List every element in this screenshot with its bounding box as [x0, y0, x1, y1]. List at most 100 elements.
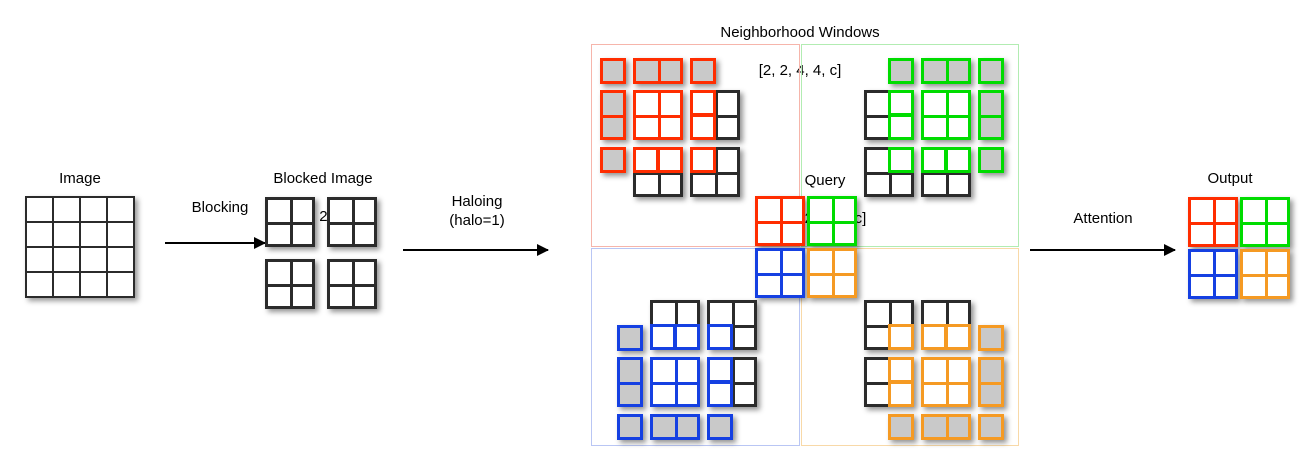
window-quarter-blue	[707, 357, 733, 383]
block-divider	[1243, 273, 1287, 277]
image-label-name: Image	[59, 170, 101, 187]
halo-cell-green	[888, 58, 914, 84]
block-divider	[945, 61, 949, 81]
output-block-green	[1240, 197, 1290, 247]
output-label-name: Output	[1207, 170, 1253, 187]
blocked-image-block	[265, 259, 315, 309]
halo-cell-blue	[617, 357, 643, 407]
halo-cell-red	[690, 58, 716, 84]
window-quarter-blue	[707, 324, 733, 350]
window-quarter-red	[633, 147, 659, 173]
neighbor-block-blue	[707, 300, 757, 350]
block-divider	[653, 381, 697, 385]
halo-cell-blue	[617, 414, 643, 440]
neighbor-block-green	[864, 90, 914, 140]
halo-cell-orange	[921, 414, 971, 440]
window-quarter-blue	[650, 324, 676, 350]
window-quarter-orange	[888, 324, 914, 350]
window-quarter-red	[690, 147, 716, 173]
halo-cell-red	[600, 90, 626, 140]
quadrant-frame-bottom-left	[591, 248, 800, 446]
output-block-blue	[1188, 249, 1238, 299]
halo-cell-red	[633, 58, 683, 84]
neighbor-block-red	[690, 147, 740, 197]
blocking-arrow	[165, 237, 266, 249]
window-quarter-orange	[888, 357, 914, 383]
blocked-image-label-name: Blocked Image	[273, 170, 373, 187]
window-quarter-orange	[921, 324, 947, 350]
block-divider	[268, 283, 312, 287]
window-quarter-green	[921, 147, 947, 173]
halo-cell-green	[978, 58, 1004, 84]
window-block-orange	[921, 357, 971, 407]
block-divider	[657, 61, 661, 81]
neighbor-block-green	[921, 147, 971, 197]
window-block-red	[633, 90, 683, 140]
halo-cell-blue	[707, 414, 733, 440]
neighborhood-windows-label: Neighborhood Windows [2, 2, 4, 4, c]	[665, 4, 935, 80]
quadrant-frame-top-left	[591, 44, 800, 247]
quadrant-frame-top-right	[801, 44, 1019, 247]
neighborhood-label-name: Neighborhood Windows	[720, 24, 880, 41]
block-divider	[1243, 221, 1287, 225]
haloing-arrow-label: Haloing (halo=1)	[449, 193, 505, 229]
window-quarter-red	[657, 147, 683, 173]
block-divider	[810, 220, 854, 224]
block-divider	[693, 171, 737, 175]
output-block-red	[1188, 197, 1238, 247]
quadrant-frame-bottom-right	[801, 248, 1019, 446]
window-quarter-orange	[945, 324, 971, 350]
window-quarter-orange	[888, 381, 914, 407]
block-divider	[924, 171, 968, 175]
blocked-image-block	[327, 259, 377, 309]
neighborhood-label-shape: [2, 2, 4, 4, c]	[758, 62, 842, 79]
halo-cell-orange	[978, 414, 1004, 440]
block-divider	[867, 171, 911, 175]
block-divider	[981, 381, 1001, 385]
query-block-green	[807, 196, 857, 246]
query-block-blue	[755, 248, 805, 298]
halo-cell-red	[600, 147, 626, 173]
block-divider	[674, 417, 678, 437]
block-divider	[945, 417, 949, 437]
blocked-image-block	[265, 197, 315, 247]
block-divider	[810, 272, 854, 276]
haloing-arrow	[403, 244, 549, 256]
neighbor-block-blue	[707, 357, 757, 407]
neighbor-block-orange	[864, 357, 914, 407]
image-grid-line	[27, 271, 133, 273]
halo-cell-green	[978, 147, 1004, 173]
query-block-red	[755, 196, 805, 246]
halo-cell-orange	[888, 414, 914, 440]
neighbor-block-orange	[864, 300, 914, 350]
neighbor-block-green	[864, 147, 914, 197]
block-divider	[981, 114, 1001, 118]
block-divider	[268, 221, 312, 225]
neighbor-block-red	[633, 147, 683, 197]
block-divider	[636, 171, 680, 175]
image-grid	[25, 196, 135, 298]
attention-arrow-label: Attention	[1073, 210, 1133, 227]
neighbor-block-orange	[921, 300, 971, 350]
block-divider	[924, 114, 968, 118]
halo-cell-blue	[617, 325, 643, 351]
halo-cell-green	[978, 90, 1004, 140]
blocked-image-block	[327, 197, 377, 247]
neighbor-block-red	[690, 90, 740, 140]
output-block-orange	[1240, 249, 1290, 299]
window-quarter-green	[888, 114, 914, 140]
image-grid-line	[27, 246, 133, 248]
window-quarter-green	[945, 147, 971, 173]
window-quarter-blue	[674, 324, 700, 350]
block-divider	[620, 381, 640, 385]
block-divider	[636, 114, 680, 118]
block-divider	[1191, 273, 1235, 277]
block-divider	[924, 381, 968, 385]
halo-cell-orange	[978, 357, 1004, 407]
block-divider	[758, 272, 802, 276]
window-quarter-blue	[707, 381, 733, 407]
block-divider	[330, 283, 374, 287]
image-grid-line	[27, 221, 133, 223]
halo-cell-blue	[650, 414, 700, 440]
blocking-arrow-label: Blocking	[191, 199, 249, 216]
